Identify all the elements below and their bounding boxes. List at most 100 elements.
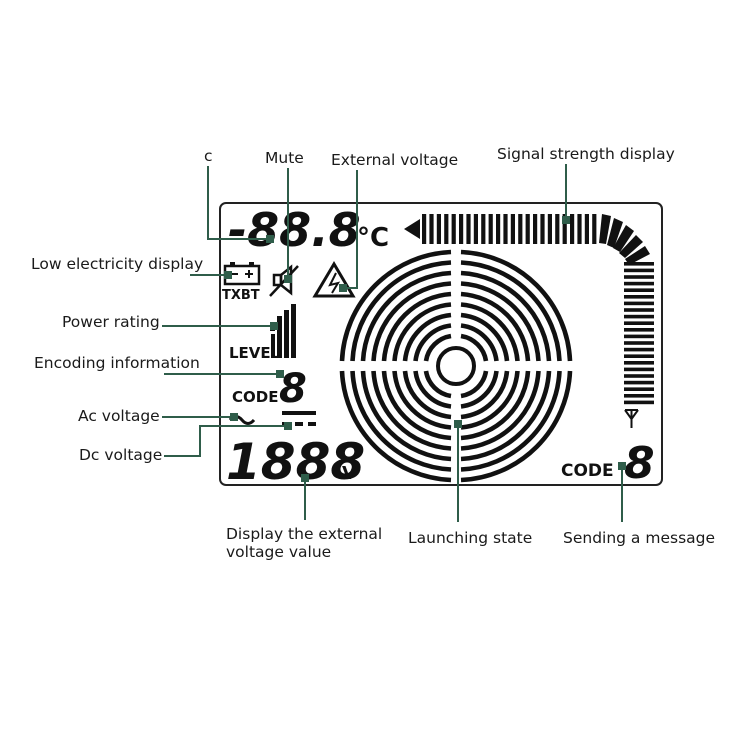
- signal-bar: [540, 214, 545, 244]
- callout-ac-voltage: Ac voltage: [78, 407, 160, 425]
- signal-bar: [624, 380, 654, 385]
- ring-arc: [460, 281, 541, 362]
- signal-bar: [592, 214, 597, 244]
- ring-arc: [460, 291, 531, 362]
- signal-bar: [624, 334, 654, 339]
- ring-arc: [339, 249, 452, 362]
- high-voltage-warning-icon: [312, 261, 356, 298]
- signal-bar: [459, 214, 464, 244]
- signal-bar: [562, 214, 567, 244]
- lcd-frame: [219, 202, 663, 486]
- voltage-unit: V: [342, 463, 356, 484]
- signal-bar: [624, 314, 654, 319]
- ring-arc: [392, 370, 452, 430]
- signal-bar: [547, 214, 552, 244]
- code-digit-right: 8: [624, 438, 655, 489]
- signal-bar: [436, 214, 441, 244]
- callout-dc-voltage: Dc voltage: [79, 446, 162, 464]
- ring-arc: [460, 370, 510, 420]
- signal-bar: [533, 214, 538, 244]
- signal-bar: [466, 214, 471, 244]
- callout-encoding-information: Encoding information: [34, 354, 200, 372]
- signal-strength-bars: [422, 214, 597, 244]
- signal-bar: [624, 262, 654, 266]
- level-label: LEVEL: [229, 344, 281, 362]
- ring-arc: [402, 312, 452, 362]
- signal-bar: [496, 214, 501, 244]
- ring-arc: [402, 370, 452, 420]
- signal-bar: [624, 400, 654, 405]
- signal-bar: [503, 214, 508, 244]
- ring-arc: [460, 370, 573, 483]
- voltage-readout: 1888: [226, 433, 365, 491]
- launching-state-center: [436, 346, 476, 386]
- signal-bar: [488, 214, 493, 244]
- signal-bar: [624, 367, 654, 372]
- signal-bar: [444, 214, 449, 244]
- ring-arc: [339, 370, 452, 483]
- signal-bar: [624, 288, 654, 292]
- signal-bar: [624, 341, 654, 345]
- ring-arc: [460, 370, 489, 399]
- ring-arc: [460, 312, 510, 362]
- ring-arc: [460, 323, 499, 362]
- callout-power-rating: Power rating: [62, 313, 160, 331]
- signal-bar: [451, 214, 456, 244]
- ring-arc: [423, 333, 452, 362]
- ring-arc: [460, 260, 562, 362]
- signal-bar: [555, 214, 560, 244]
- signal-bar: [473, 214, 478, 244]
- ring-arc: [413, 323, 452, 362]
- ring-arc: [350, 370, 452, 472]
- ring-arc: [350, 260, 452, 362]
- signal-bar: [481, 214, 486, 244]
- signal-bar: [624, 275, 654, 279]
- ring-arc: [381, 291, 452, 362]
- signal-bar: [510, 214, 515, 244]
- code-label-left: CODE: [232, 388, 278, 406]
- temperature-unit: °C: [357, 223, 389, 253]
- callout-display-external-voltage-1: Display the external: [226, 525, 382, 543]
- code-label-right: CODE: [561, 461, 614, 481]
- callout-signal-strength: Signal strength display: [497, 145, 675, 163]
- signal-bar: [624, 361, 654, 365]
- ring-arc: [460, 370, 552, 462]
- signal-bar: [624, 321, 654, 325]
- signal-bar: [518, 214, 523, 244]
- ring-arc: [460, 249, 573, 362]
- signal-bar: [624, 387, 654, 391]
- callout-sending-message: Sending a message: [563, 529, 715, 547]
- ring-arc: [460, 370, 541, 451]
- ring-arc: [360, 270, 452, 362]
- antenna-icon: [624, 409, 639, 428]
- signal-bar: [624, 347, 654, 352]
- signal-bar: [422, 214, 427, 244]
- callout-low-electricity: Low electricity display: [31, 255, 203, 273]
- signal-bar: [570, 214, 575, 244]
- launching-state-rings: [339, 249, 573, 483]
- ring-arc: [460, 370, 531, 441]
- callout-external-voltage: External voltage: [331, 151, 458, 169]
- ring-arc: [381, 370, 452, 441]
- ring-arc: [460, 270, 552, 362]
- callout-launching-state: Launching state: [408, 529, 532, 547]
- signal-bar: [624, 308, 654, 312]
- signal-bar: [584, 214, 589, 244]
- leader-lines: [162, 164, 626, 522]
- ring-arc: [460, 370, 520, 430]
- signal-bar: [577, 214, 582, 244]
- ring-arc: [460, 370, 562, 472]
- battery-label: TXBT: [222, 288, 260, 303]
- signal-bar: [624, 328, 654, 332]
- signal-bar: [624, 374, 654, 378]
- ring-arc: [460, 302, 520, 362]
- callout-display-external-voltage-2: voltage value: [226, 543, 331, 561]
- ring-arc: [413, 370, 452, 409]
- temperature-readout: -88.8: [228, 203, 361, 257]
- signal-bar: [624, 295, 654, 299]
- ring-arc: [360, 370, 452, 462]
- callout-mute: Mute: [265, 149, 304, 167]
- signal-arrow-icon: [404, 219, 420, 239]
- signal-bar: [429, 214, 434, 244]
- signal-bar: [624, 394, 654, 398]
